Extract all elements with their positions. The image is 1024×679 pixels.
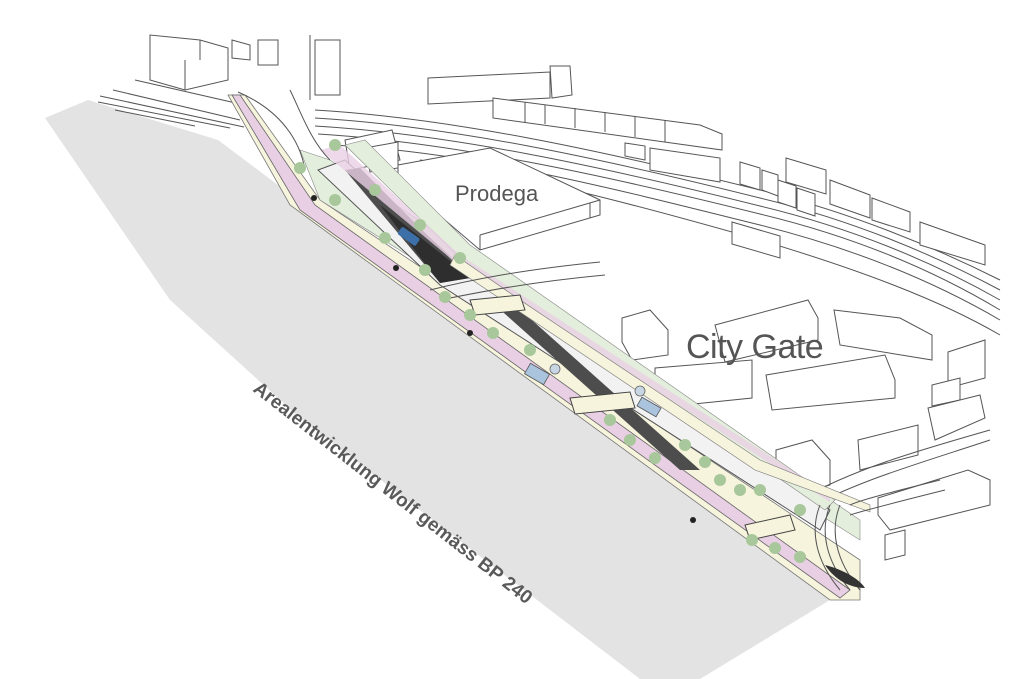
railway-tracks-left [97,79,245,129]
buildings-right-upper [731,157,986,266]
traffic-island [825,565,865,588]
prodega-label: Prodega [455,181,539,206]
crosswalks [469,294,796,541]
buildings-right-lower [799,429,991,561]
main-street-corridor [227,94,871,601]
bus-icon [397,227,420,246]
buildings-row-top [427,65,723,183]
bus-stop-signs [549,363,646,397]
cyclist-icons [311,195,696,523]
city-gate-buildings [621,299,986,496]
buildings-top-left [149,34,341,100]
city-gate-label: City Gate [686,328,824,366]
development-area-polygon [45,100,830,679]
bus-stop-shelters [523,362,662,418]
cross-street [237,89,606,301]
trees [294,139,806,563]
